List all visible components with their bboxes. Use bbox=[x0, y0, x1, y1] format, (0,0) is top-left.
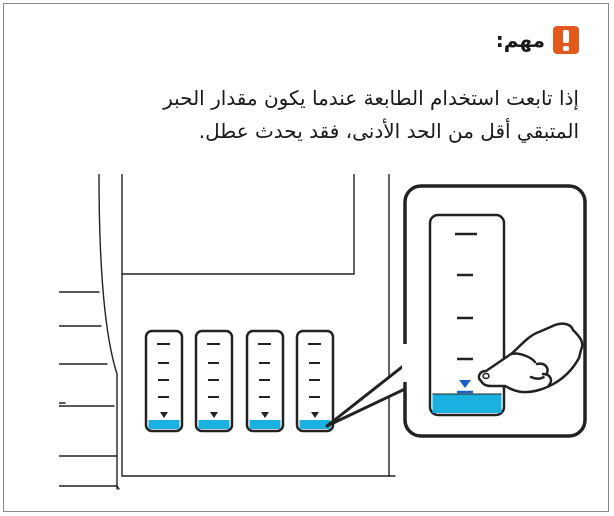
pointing-hand-icon bbox=[477, 322, 584, 394]
ink-tank-1 bbox=[144, 329, 184, 433]
ink-tank-3 bbox=[245, 329, 285, 433]
ink-tank-illustration bbox=[59, 174, 587, 490]
notice-message-line-2: المتبقي أقل من الحد الأدنى، فقد يحدث عطل… bbox=[198, 119, 579, 143]
ink-tank-2 bbox=[194, 329, 234, 433]
exclamation-icon bbox=[553, 26, 579, 54]
notice-title: مهم: bbox=[495, 28, 545, 52]
ink-tank-4 bbox=[295, 329, 335, 433]
notice-message: إذا تابعت استخدام الطابعة عندما يكون مقد… bbox=[39, 82, 579, 148]
important-notice: مهم: إذا تابعت استخدام الطابعة عندما يكو… bbox=[3, 3, 609, 512]
notice-message-line-1: إذا تابعت استخدام الطابعة عندما يكون مقد… bbox=[163, 86, 579, 110]
notice-heading: مهم: bbox=[496, 26, 579, 54]
zoomed-ink-tank-callout bbox=[402, 184, 587, 438]
